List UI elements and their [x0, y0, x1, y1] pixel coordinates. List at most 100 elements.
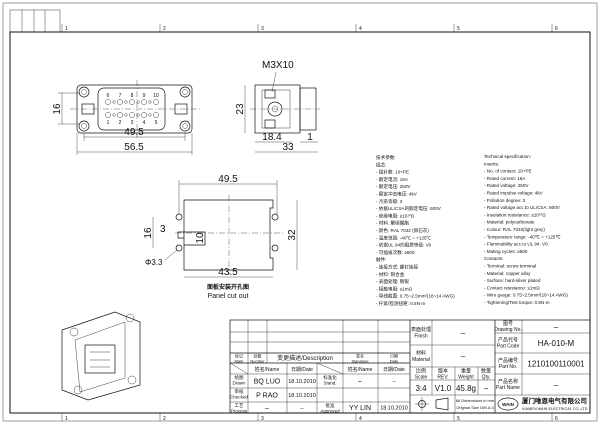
pin-hole-small	[136, 113, 140, 117]
pin-number: 6	[107, 93, 110, 99]
spec-line-en: - Flammability acc.to UL 94: V0	[484, 242, 548, 247]
part_name-value: –	[554, 381, 559, 390]
name-header: 姓名/Name	[255, 366, 280, 373]
cutout-dim-49-5: 49.5	[218, 174, 238, 185]
pin-hole	[153, 112, 159, 118]
pin-number: 4	[143, 120, 146, 126]
drawn-name: BQ LUO	[254, 379, 281, 386]
spec-line-cn: - 额定冲击电压: 4kV	[376, 191, 418, 198]
spec-line-en: - Tightening/Test torque: 0.5N·m	[484, 300, 550, 305]
spec-line-cn: - 导线截面: 0.75~2.5mm²(18~14 AWG)	[376, 293, 455, 300]
part_code-value: HA-010-M	[538, 339, 575, 348]
checked-date: 18.10.2010	[288, 393, 316, 399]
rev-value: V1.0	[435, 384, 452, 393]
spec-line-en: - Colour: RAL 7032(light grey)	[484, 227, 545, 232]
rev-label: REV.	[437, 375, 448, 381]
finish-value: –	[461, 329, 466, 338]
spec-line-en: - Material: copper alloy	[484, 271, 531, 276]
pin-hole	[117, 112, 123, 118]
spec-line-cn: - 依据UL 94的阻燃等级: V0	[376, 242, 432, 249]
side-view: 23 M3X10 18.4 1 33	[235, 60, 320, 153]
pin-hole-small	[136, 100, 140, 104]
dim-56-5: 56.5	[124, 142, 144, 153]
pin-hole-small	[124, 100, 128, 104]
cutout-dim-3: 3	[160, 224, 166, 235]
drawing_no-label-cn: 图号	[503, 321, 513, 327]
process-label: Process	[231, 409, 248, 414]
spec-line-cn: - 额定电压: 250V	[376, 183, 411, 190]
pin-number: 7	[119, 93, 122, 99]
approved-label: Approved	[320, 409, 340, 414]
pin-hole-small	[112, 113, 116, 117]
spec-line-en: - Contact resistance: ≤1mΩ	[484, 285, 540, 290]
title-block: 标记 Mark 处数 Number 变更描述/Description 签名 Si…	[229, 319, 591, 414]
qty-label: Qty.	[482, 375, 491, 381]
rev-label-cn: 版本	[438, 367, 448, 374]
zone-number-top: 5	[457, 26, 460, 32]
spec-list-chinese: 技术参数:插芯:- 插针数: 10+PE- 额定电流: 16A- 额定电压: 2…	[376, 154, 455, 307]
spec-line-en: - Terminal: screw terminal	[484, 264, 536, 269]
spec-line-cn: - 拧紧/检测扭矩: 0.5N·m	[376, 300, 425, 307]
drawn-date: 18.10.2010	[288, 379, 316, 385]
spec-line-en: - Material: polycarbonate	[484, 220, 535, 225]
pin-hole-small	[148, 113, 152, 117]
part_code-label: Part Code	[497, 344, 520, 350]
spec-line-en: Technical specification:	[484, 154, 531, 159]
zone-number-bottom: 2	[163, 416, 166, 422]
pin-hole-small	[112, 100, 116, 104]
dim-23: 23	[235, 103, 246, 115]
zone-number-bottom: 5	[457, 416, 460, 422]
description-header: 变更描述/Description	[277, 354, 333, 362]
company-name-en: XIAMEN WAIN ELECTRICAL CO.,LTD	[522, 407, 588, 411]
stand-label: Stand.	[323, 381, 336, 386]
pin-hole	[105, 99, 111, 105]
name-header-2: 姓名/Name	[348, 366, 373, 373]
stand-date: –	[392, 379, 396, 385]
finish-label-cn: 表面处理	[411, 326, 431, 333]
screw-icon	[78, 120, 90, 132]
dim-1: 1	[307, 132, 313, 143]
spec-line-cn: - 插针数: 10+PE	[376, 169, 409, 176]
zone-number-bottom: 1	[65, 416, 68, 422]
pin-hole-small	[148, 100, 152, 104]
pin-number: 10	[153, 93, 159, 99]
finish-label: Finish	[414, 334, 428, 340]
company-logo: WAIN	[497, 397, 519, 411]
checked-label-cn: 审核	[235, 388, 244, 395]
number-label: Number	[250, 358, 265, 363]
approved-date: 18.10.2010	[380, 406, 408, 412]
spec-line-cn: - 污染等级: 3	[376, 198, 403, 205]
spec-line-en: Contacts:	[484, 256, 503, 261]
screw-icon	[179, 86, 191, 98]
cutout-dim-16: 16	[143, 227, 154, 239]
pin-number: 1	[107, 120, 110, 126]
cutout-dim-10: 10	[195, 232, 206, 244]
pin-hole	[153, 99, 159, 105]
spec-line-cn: - 额定电流: 16A	[376, 176, 409, 183]
revision-corner-table	[9, 9, 61, 33]
drawn-label: Drawn	[232, 381, 246, 386]
pin-hole	[141, 99, 147, 105]
approved-label-cn: 批准	[326, 402, 335, 409]
screw-callout: M3X10	[262, 60, 294, 71]
part_no-label: Part No.	[499, 364, 517, 370]
weight-label: Weight	[458, 375, 474, 381]
screw-icon	[78, 86, 90, 98]
pin-number: 2	[119, 120, 122, 126]
number-label-cn: 处数	[254, 352, 262, 358]
spec-line-cn: - 绝缘电阻: ≥10¹⁰Ω	[376, 212, 415, 219]
dimensions-note: All Dimensions in mm	[456, 398, 495, 403]
spec-line-cn: - 连接方式: 螺钉连接	[376, 264, 419, 271]
checked-label: Checked	[230, 395, 248, 400]
spec-line-cn: - 温度范围: -40℃ ~ +125℃	[376, 234, 432, 241]
pin-hole	[117, 99, 123, 105]
mark-label: Mark	[235, 358, 244, 363]
spec-line-en: - Rated impulse voltage: 4kV	[484, 191, 544, 196]
pin-hole-small	[124, 113, 128, 117]
zone-number-bottom: 3	[261, 416, 264, 422]
checked-name: P RAO	[256, 393, 278, 400]
